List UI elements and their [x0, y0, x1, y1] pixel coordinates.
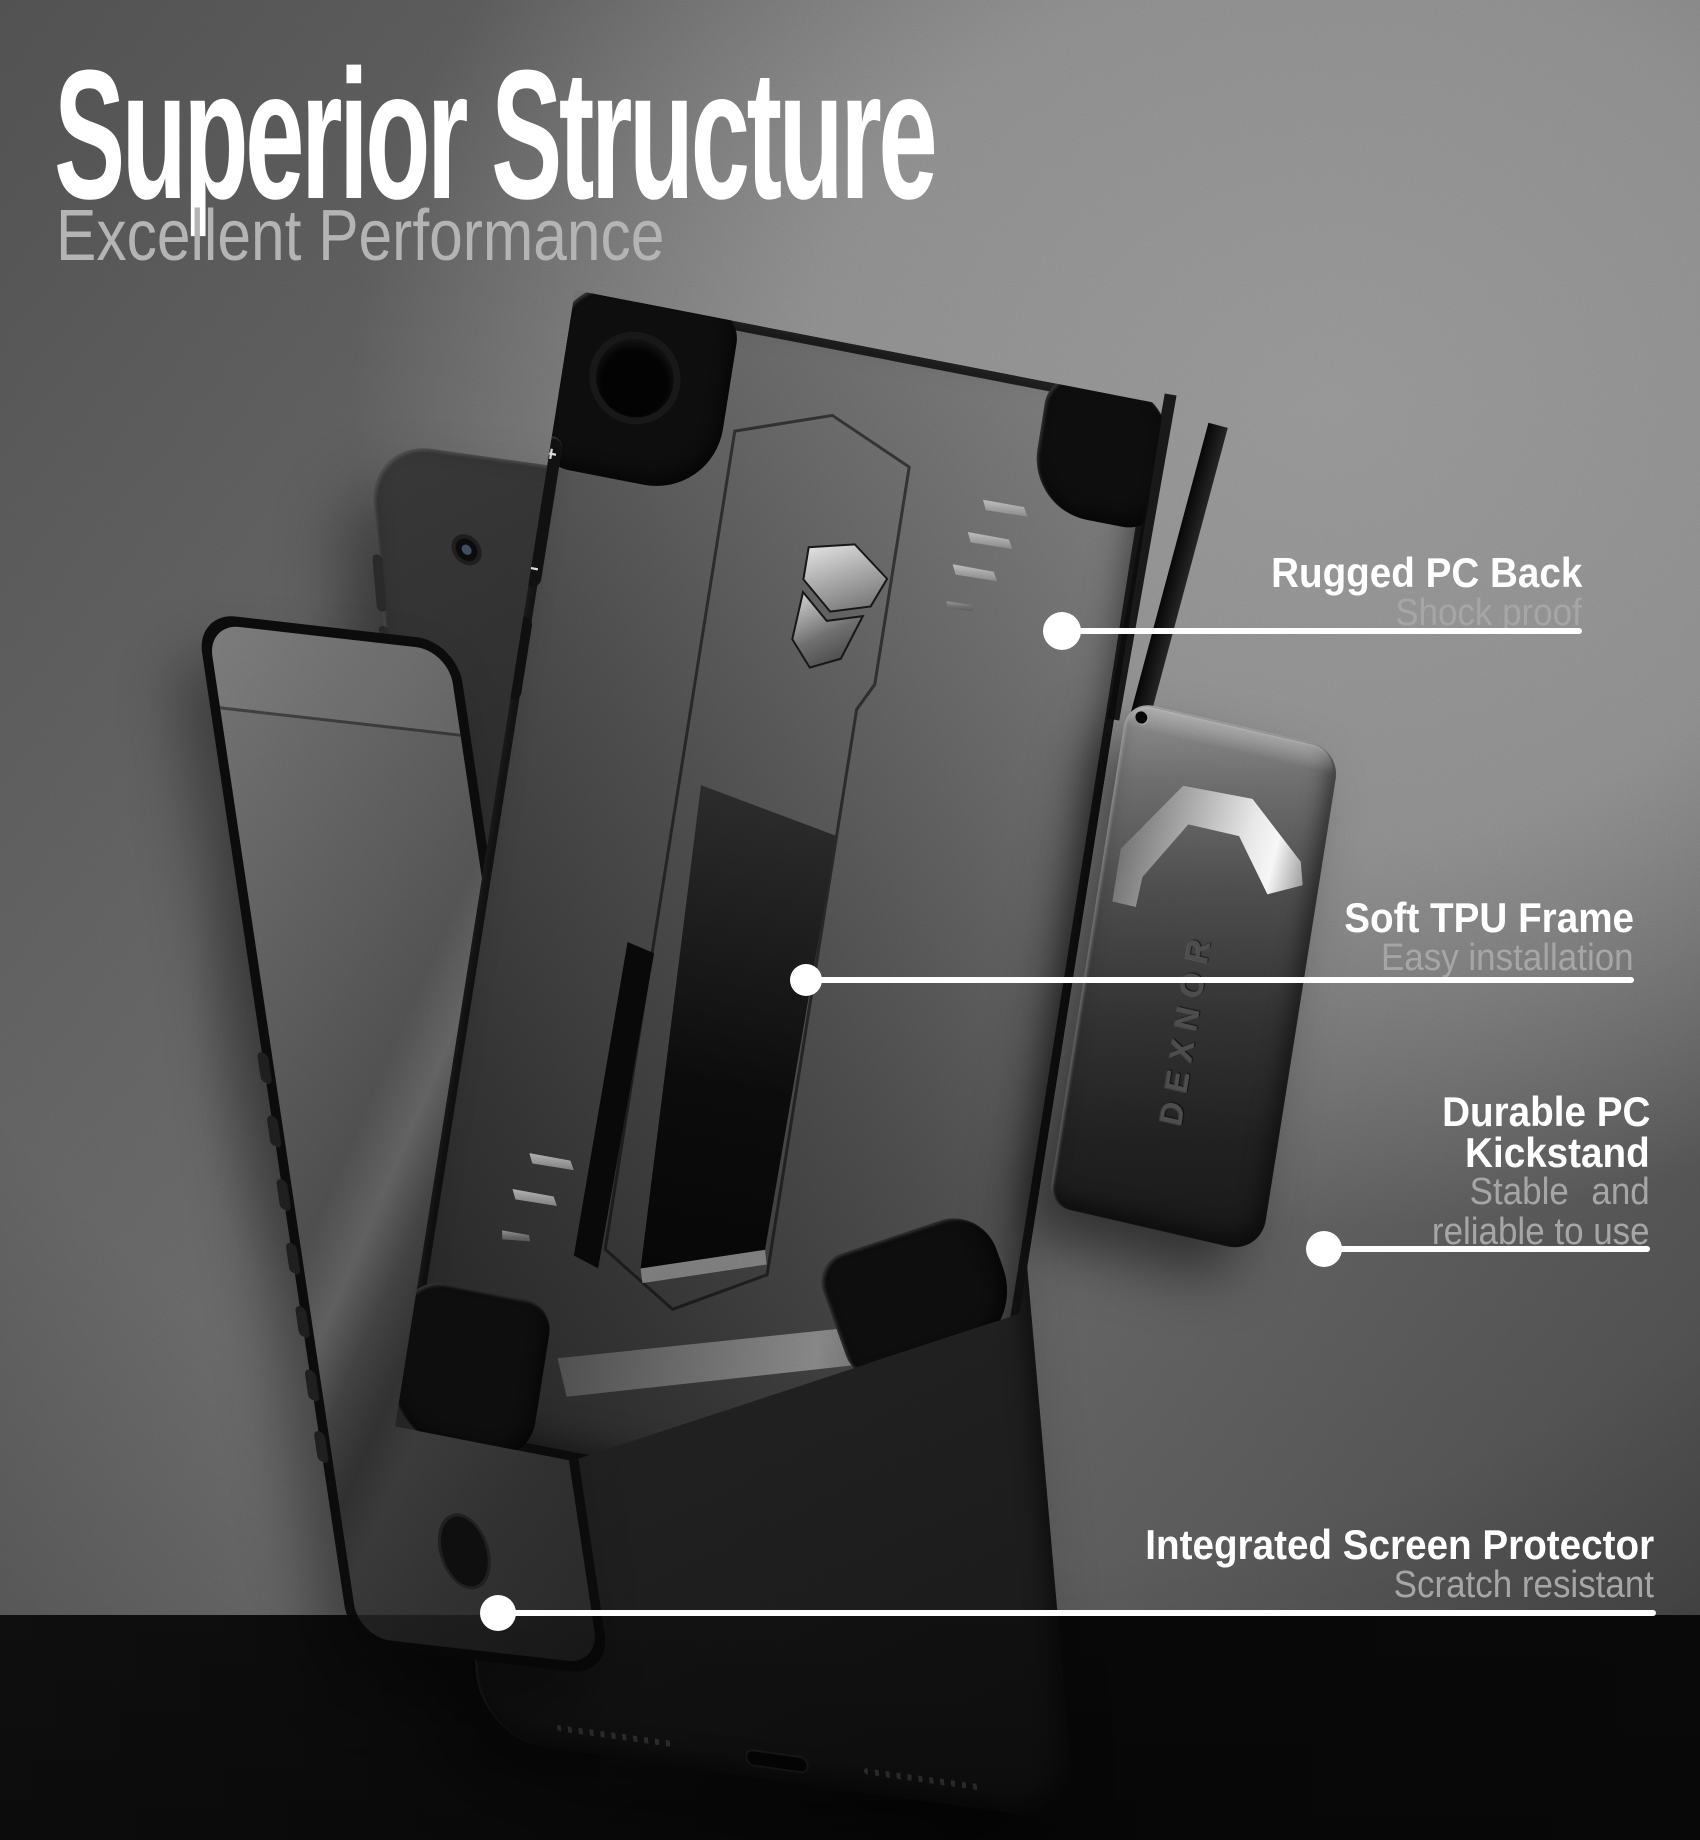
tablet-camera-icon [450, 532, 483, 568]
callout-line [498, 1610, 1656, 1616]
callout-line [1324, 1246, 1650, 1252]
callout-title: Durable PC [1441, 1088, 1650, 1135]
protector-top-bezel [207, 623, 461, 737]
callout-title: Soft TPU Frame [1344, 894, 1634, 941]
callout-subtitle: Scratch resistant [1393, 1563, 1654, 1606]
dexnor-logo-icon [771, 529, 894, 684]
kickstand-slot [573, 941, 655, 1269]
camera-cutout [591, 332, 680, 424]
decorative-chevrons-top [935, 489, 1030, 623]
brand-label: DEXNOR [1152, 925, 1219, 1129]
callout-dot [790, 964, 822, 996]
callout-dot [480, 1595, 516, 1631]
callout-dot [1306, 1231, 1342, 1267]
callout-durable-pc-kickstand: Durable PC Kickstand Stable and reliable… [1413, 1088, 1650, 1253]
callout-title: Rugged PC Back [1270, 549, 1582, 596]
camera-lens-icon [461, 543, 473, 556]
kickstand-bevel-highlight [1112, 763, 1315, 943]
page-subtitle: Excellent Performance [56, 196, 665, 276]
home-button-cutout [432, 1510, 496, 1593]
callout-line [1062, 628, 1582, 634]
callout-title: Kickstand [1465, 1128, 1650, 1176]
callout-integrated-screen-protector: Integrated Screen Protector Scratch resi… [1101, 1521, 1654, 1606]
callout-subtitle: Stable and [1469, 1171, 1650, 1214]
callout-subtitle: Easy installation [1381, 936, 1634, 979]
decorative-chevrons-bottom [491, 1142, 576, 1255]
kickstand-recess [625, 785, 840, 1292]
floor-shadow-overlay [0, 1615, 1700, 1840]
callout-line [806, 977, 1634, 983]
callout-rugged-pc-back: Rugged PC Back Shock proof [1244, 549, 1582, 633]
callout-soft-tpu-frame: Soft TPU Frame Easy installation [1319, 894, 1634, 979]
callout-title: Integrated Screen Protector [1145, 1521, 1654, 1568]
callout-dot [1043, 612, 1081, 650]
kickstand-screw [1134, 710, 1149, 725]
